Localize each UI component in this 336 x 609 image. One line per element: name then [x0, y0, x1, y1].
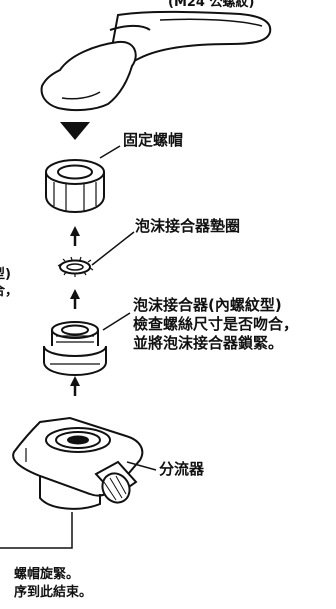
aerator-label-line: 檢查螺絲尺寸是否吻合，	[133, 315, 299, 333]
hose-line	[0, 512, 73, 549]
down-arrow	[60, 122, 90, 140]
left-cut-label: 型) 合， 。	[0, 266, 18, 317]
diverter-label: 分流器	[159, 460, 205, 478]
aerator	[43, 312, 131, 377]
faucet-caption: (M24 公螺紋)	[168, 0, 255, 10]
aerator-washer	[57, 231, 135, 277]
diverter	[12, 416, 157, 510]
up-arrow	[70, 289, 80, 309]
up-arrow	[70, 226, 80, 246]
aerator-label: 泡沫接合器(內螺紋型) 檢查螺絲尺寸是否吻合， 並將泡沫接合器鎖緊。	[133, 296, 336, 353]
aerator-washer-label: 泡沫接合器墊圈	[135, 217, 241, 235]
up-arrow	[70, 376, 80, 396]
fixing-nut-label: 固定螺帽	[123, 131, 184, 149]
aerator-label-line: 並將泡沫接合器鎖緊。	[133, 334, 284, 352]
fixing-nut	[45, 145, 121, 214]
faucet-spout	[40, 10, 272, 112]
aerator-label-line: 泡沫接合器(內螺紋型)	[133, 296, 282, 314]
left-cut-line: 。	[0, 300, 18, 317]
bottom-instructions: 螺帽旋緊。 序到此結束。	[14, 566, 92, 602]
left-cut-line: 合，	[0, 284, 19, 299]
bottom-line: 序到此結束。	[14, 585, 93, 600]
bottom-line: 螺帽旋緊。	[14, 567, 80, 582]
left-cut-line: 型)	[0, 267, 11, 282]
